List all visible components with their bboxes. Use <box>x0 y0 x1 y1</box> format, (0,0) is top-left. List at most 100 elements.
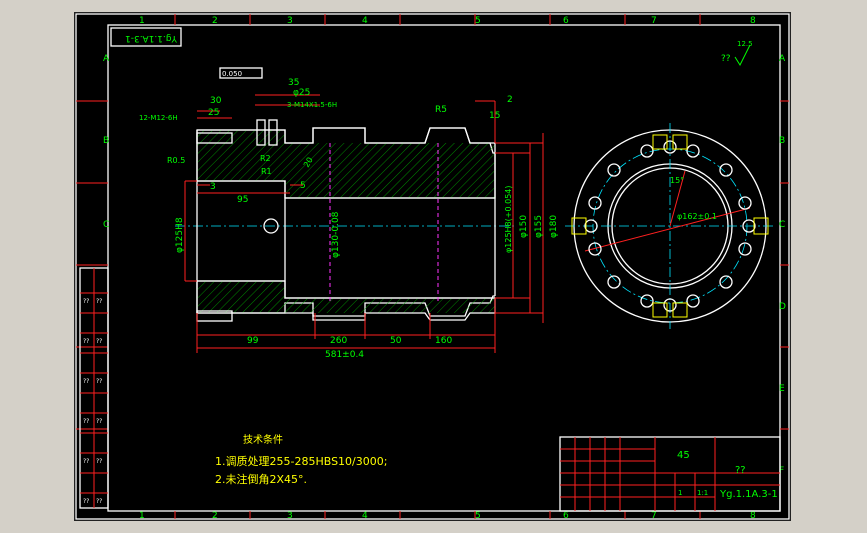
hatch-left-bottom <box>197 281 285 313</box>
col-label: 3 <box>287 511 293 520</box>
col-label: 5 <box>475 511 481 520</box>
cad-viewport[interactable]: 1 2 3 4 5 6 7 8 1 2 3 4 5 6 7 8 A B C A … <box>74 12 791 521</box>
svg-text:12.5: 12.5 <box>737 40 753 48</box>
svg-text:??: ?? <box>83 458 89 465</box>
bolt-holes <box>584 140 756 312</box>
dim-r5: R5 <box>435 105 447 115</box>
svg-text:??: ?? <box>96 458 102 465</box>
dim-95: 95 <box>237 195 248 205</box>
dim-r1: R1 <box>261 167 272 176</box>
thread-spec-2: 12-M12-6H <box>139 114 178 122</box>
dim-d25: φ25 <box>293 88 310 98</box>
dim-15: 15 <box>489 111 500 121</box>
dim-160: 160 <box>435 336 452 346</box>
outer-frame <box>75 13 790 520</box>
roughness-symbol: ?? 12.5 <box>721 40 753 67</box>
thread-spec-1: 3-M14X1.5-6H <box>287 101 337 109</box>
inner-frame <box>107 24 781 512</box>
row-label: D <box>779 302 786 312</box>
cad-drawing: 1 2 3 4 5 6 7 8 1 2 3 4 5 6 7 8 A B C A … <box>75 13 790 520</box>
dim-99: 99 <box>247 336 259 346</box>
row-label: A <box>779 54 786 64</box>
svg-text:??: ?? <box>83 378 89 385</box>
col-label: 4 <box>362 16 368 26</box>
dim-pcd: φ162±0.1 <box>677 212 717 221</box>
tech-line-1: 1.调质处理255-285HBS10/3000; <box>215 455 387 468</box>
mirrored-drawing-number: Yg.1.1A.3-1 <box>125 33 178 43</box>
thread-marks <box>571 134 769 318</box>
col-label: 3 <box>287 16 293 26</box>
material: 45 <box>677 450 690 461</box>
svg-text:??: ?? <box>96 498 102 505</box>
svg-text:??: ?? <box>83 338 89 345</box>
left-side-block: ???? ???? ???? ???? ???? ???? <box>79 267 109 509</box>
sheet: 1 <box>678 489 682 497</box>
row-label: A <box>103 54 110 64</box>
col-label: 6 <box>563 16 569 26</box>
dim-30: 30 <box>210 96 222 106</box>
scale: 1:1 <box>697 489 708 497</box>
svg-text:??: ?? <box>96 338 102 345</box>
pcd-leader <box>584 207 751 252</box>
col-label: 7 <box>651 511 657 520</box>
svg-text:??: ?? <box>83 498 89 505</box>
col-label: 1 <box>139 511 145 520</box>
svg-text:??: ?? <box>96 418 102 425</box>
dim-35: 35 <box>288 78 299 88</box>
dim-260: 260 <box>330 336 347 346</box>
thread-hole-top <box>196 132 233 144</box>
dim-2: 2 <box>507 95 513 105</box>
dim-r05: R0.5 <box>167 156 185 165</box>
zone-ticks <box>76 14 789 519</box>
col-label: 4 <box>362 511 368 520</box>
col-label: 8 <box>750 16 756 26</box>
dim-25: 25 <box>208 108 219 118</box>
end-view: φ162±0.1 15° <box>565 123 775 329</box>
col-label: 5 <box>475 16 481 26</box>
dim-angle: 15° <box>670 176 684 185</box>
row-label: B <box>103 136 109 146</box>
dim-overall: 581±0.4 <box>325 350 364 360</box>
dimension-lines <box>184 94 544 353</box>
row-label: C <box>779 220 785 230</box>
dim-bore3: φ125H8(+0.054) <box>504 186 513 254</box>
row-label: F <box>779 466 784 476</box>
flatness-tolerance: 0.050 <box>222 70 242 78</box>
row-label: C <box>103 220 109 230</box>
col-label: 7 <box>651 16 657 26</box>
dim-r2: R2 <box>260 154 271 163</box>
tech-line-2: 2.未注倒角2X45°. <box>215 472 307 486</box>
dim-od155: φ155 <box>534 215 544 238</box>
mirrored-number-box <box>110 27 182 47</box>
section-view <box>175 119 515 322</box>
dim-5: 5 <box>300 181 306 191</box>
svg-text:??: ?? <box>83 418 89 425</box>
dim-bore1: φ125H8 <box>175 217 185 253</box>
svg-text:??: ?? <box>96 298 102 305</box>
col-label: 6 <box>563 511 569 520</box>
dim-3: 3 <box>210 182 216 192</box>
dim-bore2: φ130-0.08 <box>331 211 341 258</box>
dim-50: 50 <box>390 336 402 346</box>
hatch-bottom <box>285 298 495 313</box>
hatch-left-top <box>197 130 285 181</box>
svg-text:??: ?? <box>721 54 731 64</box>
tech-requirements: 技术条件 1.调质处理255-285HBS10/3000; 2.未注倒角2X45… <box>215 433 387 486</box>
row-label: E <box>779 384 785 394</box>
side-hole <box>263 218 279 234</box>
col-label: 2 <box>212 16 218 26</box>
dim-20: 20 <box>302 156 315 169</box>
hatch-top <box>285 143 495 198</box>
drawing-number: Yg.1.1A.3-1 <box>719 489 778 500</box>
svg-text:??: ?? <box>83 298 89 305</box>
tech-title: 技术条件 <box>243 433 283 446</box>
svg-text:??: ?? <box>96 378 102 385</box>
row-label: B <box>779 136 785 146</box>
col-label: 1 <box>139 16 145 26</box>
dim-od180: φ180 <box>549 215 559 238</box>
part-name: ?? <box>735 465 746 476</box>
title-block: 45 ?? Yg.1.1A.3-1 1:1 1 <box>559 436 781 512</box>
col-label: 2 <box>212 511 218 520</box>
dim-od150: φ150 <box>519 215 529 238</box>
flatness-frame <box>219 67 263 79</box>
